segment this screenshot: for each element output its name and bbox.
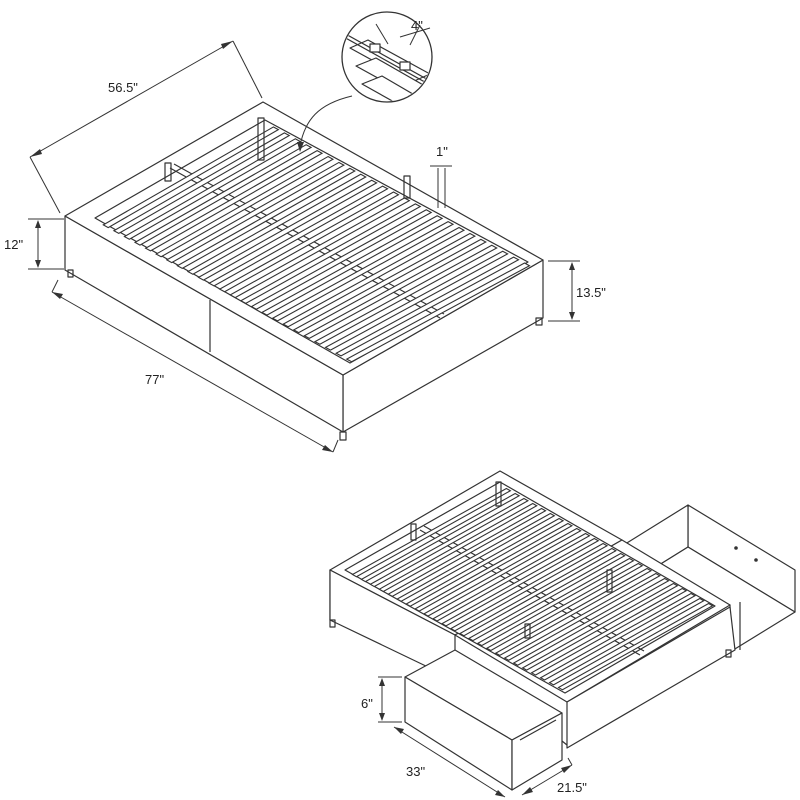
- slat: [467, 552, 626, 642]
- slat: [548, 597, 705, 686]
- slat: [112, 132, 291, 235]
- drawer-height-label: 6": [361, 696, 373, 711]
- slat: [292, 232, 477, 334]
- slat: [476, 557, 635, 647]
- side-height-label: 12": [4, 237, 23, 252]
- drawer-left: [404, 649, 563, 791]
- slat: [431, 532, 591, 622]
- length-label: 77": [145, 372, 164, 387]
- slat: [440, 537, 600, 627]
- slat: [521, 582, 679, 671]
- dimension-side-height: 12": [4, 218, 64, 270]
- slat: [250, 209, 433, 310]
- drawer-width-label: 21.5": [557, 780, 587, 795]
- slat: [186, 173, 367, 275]
- dimension-total-height: 13.5": [548, 260, 606, 322]
- slats-top: [102, 126, 531, 363]
- width-label: 56.5": [108, 80, 138, 95]
- slat: [229, 197, 411, 299]
- slat-gap-label: 4": [411, 18, 423, 33]
- dimension-drawer-width: 21.5": [521, 757, 587, 796]
- slat: [176, 167, 356, 270]
- slat: [387, 507, 547, 598]
- slat: [360, 492, 521, 583]
- slat: [155, 155, 335, 258]
- slat: [197, 179, 378, 281]
- dimension-slat-thickness: 1": [430, 144, 452, 208]
- bed-frame-top-view: [64, 101, 544, 441]
- slat: [530, 587, 688, 676]
- slat: [271, 220, 455, 322]
- slat: [396, 512, 556, 602]
- slats-bottom: [351, 487, 714, 691]
- slat: [324, 250, 509, 351]
- slat: [405, 517, 565, 607]
- slat: [282, 226, 466, 328]
- slat: [423, 527, 582, 617]
- slat: [345, 262, 531, 363]
- drawer-length-label: 33": [406, 764, 425, 779]
- slat: [378, 502, 538, 593]
- dimension-drawer-length: 33": [393, 726, 506, 798]
- slat: [207, 185, 389, 287]
- slat: [102, 126, 280, 229]
- dimension-width: 56.5": [29, 40, 263, 214]
- slat-thickness-label: 1": [436, 144, 448, 159]
- slat: [334, 256, 520, 357]
- bed-frame-with-drawers: [329, 470, 796, 791]
- total-height-label: 13.5": [576, 285, 606, 300]
- slat: [503, 572, 661, 661]
- slat: [123, 138, 302, 240]
- slat: [133, 144, 313, 246]
- slat: [313, 244, 498, 345]
- slat: [239, 203, 422, 305]
- slat: [351, 487, 512, 578]
- slat: [485, 562, 644, 652]
- slat: [557, 602, 714, 691]
- slat: [539, 592, 697, 681]
- slat: [512, 577, 670, 666]
- slat: [449, 542, 609, 632]
- dimension-drawer-height: 6": [361, 676, 402, 723]
- slat: [260, 215, 444, 316]
- slat: [165, 161, 346, 264]
- slat-gap-callout: 4": [297, 11, 433, 152]
- slat: [458, 547, 617, 637]
- dimension-length: 77": [51, 279, 339, 453]
- slat: [303, 238, 487, 340]
- slat: [144, 149, 324, 252]
- slat: [369, 497, 530, 588]
- slat: [218, 191, 400, 293]
- slat: [414, 522, 574, 612]
